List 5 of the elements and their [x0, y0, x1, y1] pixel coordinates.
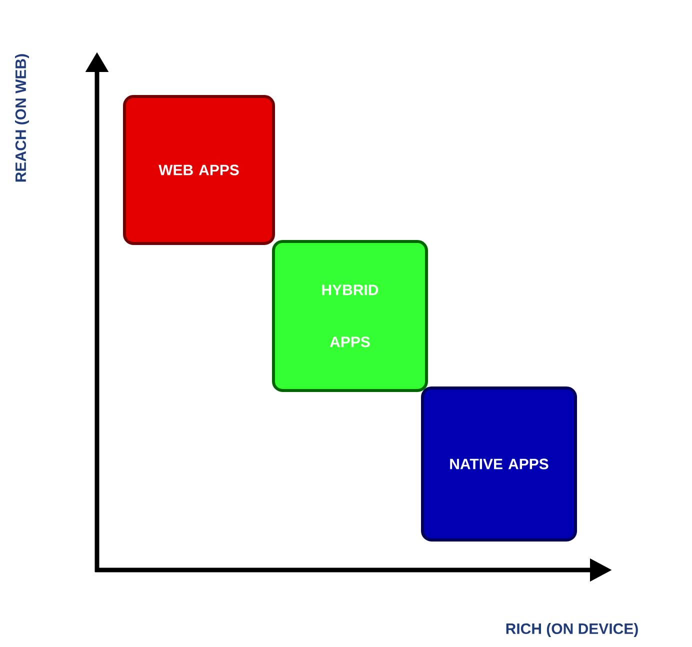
- axis-label: RICH (ON DEVICE): [506, 623, 638, 637]
- app-box: WEB APPS: [123, 95, 275, 245]
- app-box: HYBRID APPS: [272, 240, 428, 392]
- axis-label: REACH (ON WEB): [15, 54, 29, 182]
- app-box: NATIVE APPS: [421, 386, 577, 542]
